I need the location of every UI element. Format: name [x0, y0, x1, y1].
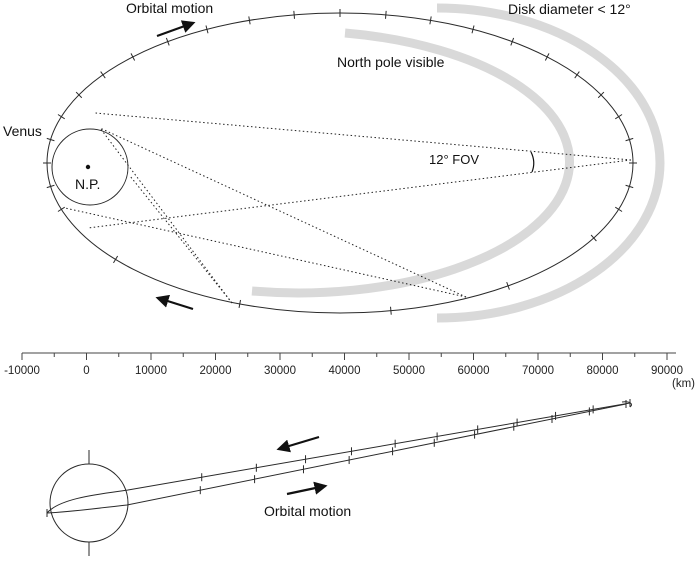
axis-tick-labels: -10000 0 10000 20000 30000 40000 50000 60000 700… — [4, 365, 683, 377]
orbit-tick — [100, 71, 106, 79]
orbital-motion-label-top: Orbital motion — [126, 0, 213, 16]
axis-tick-label: 60000 — [458, 365, 490, 377]
axis-tick-label: 80000 — [587, 365, 619, 377]
north-pole-visible-label: North pole visible — [337, 54, 445, 70]
orbit-tick — [385, 10, 387, 19]
top-view-panel: Venus N.P. Orbital motion Disk diameter … — [3, 0, 665, 323]
orbit-tick — [597, 91, 605, 99]
orbital-motion-arrow-lower-left — [155, 294, 194, 311]
fov-angle-arc — [530, 151, 535, 173]
orbit-tick — [205, 25, 209, 34]
orbit-tick — [130, 53, 136, 61]
orbital-motion-arrow-side-lower — [286, 481, 328, 496]
orbit-tick — [46, 184, 55, 189]
orbit-tick — [165, 37, 170, 46]
orbit-tick — [57, 114, 65, 120]
orbital-motion-label-bottom: Orbital motion — [264, 503, 351, 519]
orbit-side-upper-branch — [46, 402, 631, 514]
north-pole-visible-region-band — [251, 28, 575, 298]
orbit-tick — [471, 25, 475, 34]
fov-label: 12° FOV — [429, 152, 479, 167]
orbit-tick — [615, 114, 623, 120]
orbit-tick — [238, 299, 242, 308]
disk-diameter-label: Disk diameter < 12° — [508, 1, 631, 17]
axis-tick-label: 40000 — [329, 365, 361, 377]
orbit-tick — [574, 71, 580, 79]
axis-tick-label: 70000 — [522, 365, 554, 377]
orbit-tick — [248, 16, 251, 25]
orbit-tick — [75, 91, 83, 99]
orbit-tick-marks-side — [46, 399, 631, 517]
orbital-motion-arrow-top — [156, 20, 196, 38]
distance-axis: -10000 0 10000 20000 30000 40000 50000 60000 700… — [4, 352, 695, 390]
orbit-tick — [510, 37, 515, 46]
disk-diameter-region-band — [436, 3, 665, 323]
orbit-tick — [46, 137, 55, 142]
orbit-tick — [625, 184, 634, 189]
axis-tick-label: 20000 — [200, 365, 232, 377]
orbit-tick — [615, 206, 623, 212]
lines-of-sight — [64, 112, 632, 304]
axis-tick-label: 90000 — [651, 365, 683, 377]
axis-unit-label: (km) — [672, 378, 695, 390]
axis-tick-label: 10000 — [135, 365, 167, 377]
orbit-side-lower-branch — [46, 403, 627, 514]
side-view-panel: Orbital motion — [46, 399, 633, 556]
orbit-tick — [625, 137, 634, 142]
venus-label: Venus — [3, 123, 42, 139]
orbit-tick — [429, 16, 432, 25]
orbital-motion-arrow-side-upper — [276, 435, 320, 453]
orbit-tick — [590, 234, 597, 242]
axis-tick-label: 30000 — [264, 365, 296, 377]
orbit-tick — [544, 53, 550, 61]
north-pole-label: N.P. — [75, 176, 100, 192]
north-pole-dot — [85, 164, 91, 170]
orbit-tick — [390, 306, 392, 315]
axis-tick-label: 50000 — [393, 365, 425, 377]
orbit-tick — [506, 281, 510, 290]
orbit-tick — [293, 10, 295, 19]
axis-tick-label: 0 — [83, 365, 89, 377]
orbit-tick — [113, 255, 119, 264]
orbit-tick — [57, 206, 65, 212]
axis-tick-marks — [21, 353, 668, 360]
orbit-tick-marks-top — [43, 9, 637, 315]
axis-tick-label: -10000 — [4, 365, 40, 377]
